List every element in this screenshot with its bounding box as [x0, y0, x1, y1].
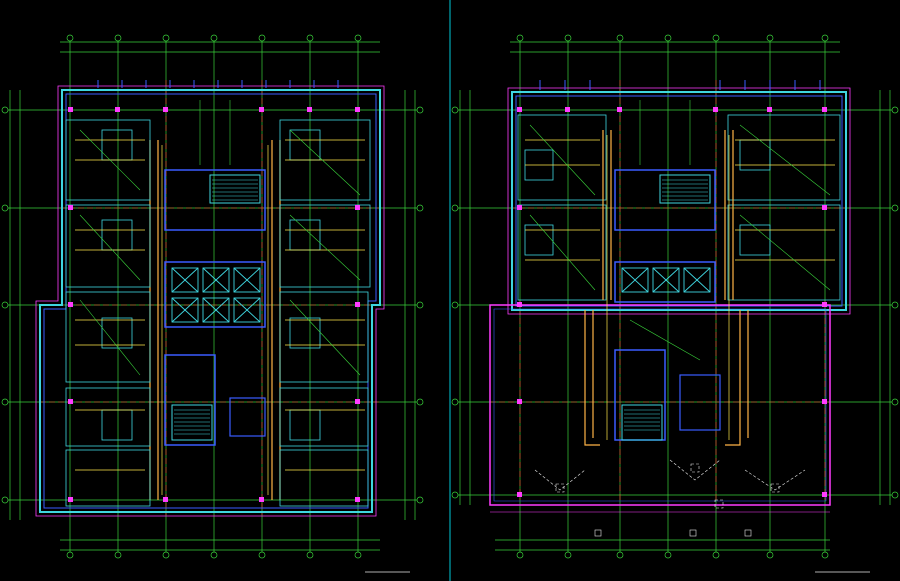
left-floor-plan [1, 34, 424, 573]
left-dimension-lines [5, 38, 420, 555]
left-elevator-cars [171, 267, 261, 323]
right-dimension-lines [455, 38, 895, 555]
right-roof-ticks [539, 80, 821, 90]
left-stair-treads-2 [174, 409, 210, 435]
right-podium-walls [489, 304, 831, 513]
right-grid-bubbles [451, 34, 899, 559]
right-stair-treads-2 [624, 409, 660, 431]
right-elevator-cars [621, 267, 711, 293]
right-columns [517, 107, 827, 497]
left-rooms-west [65, 119, 151, 507]
left-columns [68, 107, 360, 502]
right-core [614, 169, 721, 441]
right-stair-treads [662, 179, 708, 201]
right-axis-red [490, 80, 845, 500]
left-rooms-east [279, 119, 371, 507]
right-bottom-callouts [594, 529, 752, 537]
left-wiring-green [79, 100, 361, 376]
right-entrance-canopies [534, 459, 806, 509]
left-grid-bubbles [1, 34, 424, 559]
left-wiring-yellow [75, 139, 365, 495]
left-outer-walls [35, 85, 385, 517]
left-roof-ticks [97, 80, 339, 88]
right-corridor [584, 130, 749, 446]
right-tower-rooms [517, 114, 841, 301]
right-floor-plan [451, 34, 899, 573]
right-wiring-green [529, 100, 831, 361]
left-stair-treads [212, 179, 258, 201]
right-tower-walls [507, 87, 851, 315]
left-core [164, 169, 266, 446]
left-axis-red [40, 80, 380, 515]
right-wiring-yellow [525, 135, 835, 440]
